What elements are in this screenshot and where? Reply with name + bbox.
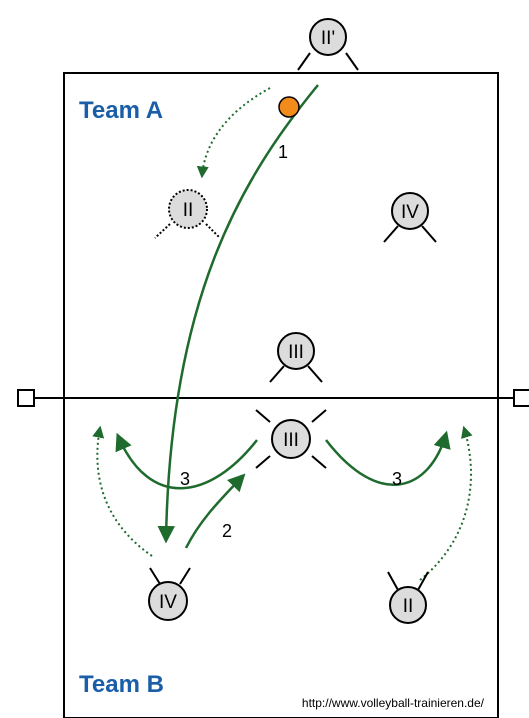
player-team-b-iv: IV [148,567,191,621]
court-boundary [63,72,499,718]
player-team-a-ii-label: II [183,200,194,221]
move-path-team-b-iv [92,425,153,557]
player-team-a-iii-label: III [288,342,304,363]
player-team-a-iii: III [269,332,323,383]
ball-path-set-right [325,430,451,486]
ball-path-pass [184,473,246,549]
player-team-a-iv-label: IV [401,202,419,223]
player-team-a-ii-prime: II' [297,18,359,71]
player-team-b-ii: II [387,571,429,624]
team-a-label: Team A [79,97,163,124]
player-team-b-iii: III [255,409,327,469]
ball [278,96,300,118]
source-url: http://www.volleyball-trainieren.de/ [302,696,485,710]
player-team-a-ii: II [154,189,221,239]
step-label-pass: 2 [222,521,232,541]
net-post-right [513,389,529,407]
net-post-left [17,389,35,407]
ball-path-set-left [115,432,258,490]
step-label-serve: 1 [278,142,288,162]
player-team-b-iv-label: IV [159,592,177,613]
step-label-set-left: 3 [180,469,190,489]
move-path-team-a-ii [196,87,271,179]
player-team-b-ii-label: II [403,596,414,617]
player-team-b-iii-label: III [283,430,299,451]
team-b-label: Team B [79,671,164,698]
move-path-team-b-ii [419,425,473,581]
player-team-a-iv: IV [383,192,437,243]
player-team-a-ii-prime-label: II' [321,28,335,49]
step-label-set-right: 3 [392,469,402,489]
ball-path-serve [157,84,319,544]
